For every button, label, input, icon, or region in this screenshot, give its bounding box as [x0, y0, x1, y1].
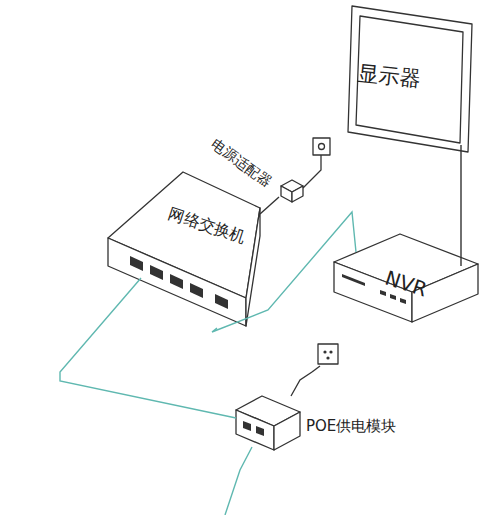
power-cord — [303, 155, 321, 188]
node-label: POE供电模块 — [306, 418, 396, 435]
cable-line — [260, 197, 279, 214]
cable-line — [460, 145, 461, 266]
nvr-button — [390, 294, 396, 300]
poe-side — [274, 412, 300, 450]
cable-connector — [260, 197, 279, 214]
adapter-left — [281, 186, 292, 202]
nvr-button — [380, 290, 386, 296]
monitor: 显示器 — [350, 20, 465, 145]
outlet-hole — [326, 356, 329, 359]
node-label: 电源适配器 — [208, 136, 274, 190]
cable-connector — [461, 145, 462, 266]
adapter-right — [292, 186, 303, 202]
nvr-slot — [342, 274, 365, 286]
switch-side — [246, 208, 260, 326]
switch-port — [190, 283, 203, 298]
switch-port — [170, 274, 183, 289]
cable-line — [60, 278, 236, 418]
outlet-hole — [319, 144, 325, 150]
switch-port — [215, 294, 228, 309]
monitor-screen — [356, 16, 463, 143]
power-cord — [291, 372, 312, 396]
wall-outlet — [313, 138, 330, 155]
outlet-hole — [329, 350, 332, 353]
poe-front — [236, 410, 274, 450]
cable-connector — [60, 278, 236, 418]
node-label: 网络交换机 — [166, 204, 248, 245]
switch-port — [150, 265, 163, 280]
switch-front — [108, 238, 246, 326]
nvr-box: NVR — [334, 234, 479, 324]
poe-module: POE供电模块 — [234, 392, 302, 452]
network-cable — [225, 447, 252, 515]
wall-outlet — [318, 344, 338, 364]
power-adapter: 电源适配器 — [279, 179, 305, 203]
poe-port — [256, 426, 264, 436]
node-label: NVR — [383, 267, 430, 301]
poe-port — [243, 421, 251, 431]
plug — [312, 366, 320, 372]
outlet-hole — [323, 350, 326, 353]
switch-port — [130, 256, 143, 271]
network-switch: 网络交换机 — [105, 170, 260, 328]
node-label: 显示器 — [357, 62, 422, 92]
monitor-frame — [348, 6, 472, 152]
nvr-button — [400, 298, 406, 304]
